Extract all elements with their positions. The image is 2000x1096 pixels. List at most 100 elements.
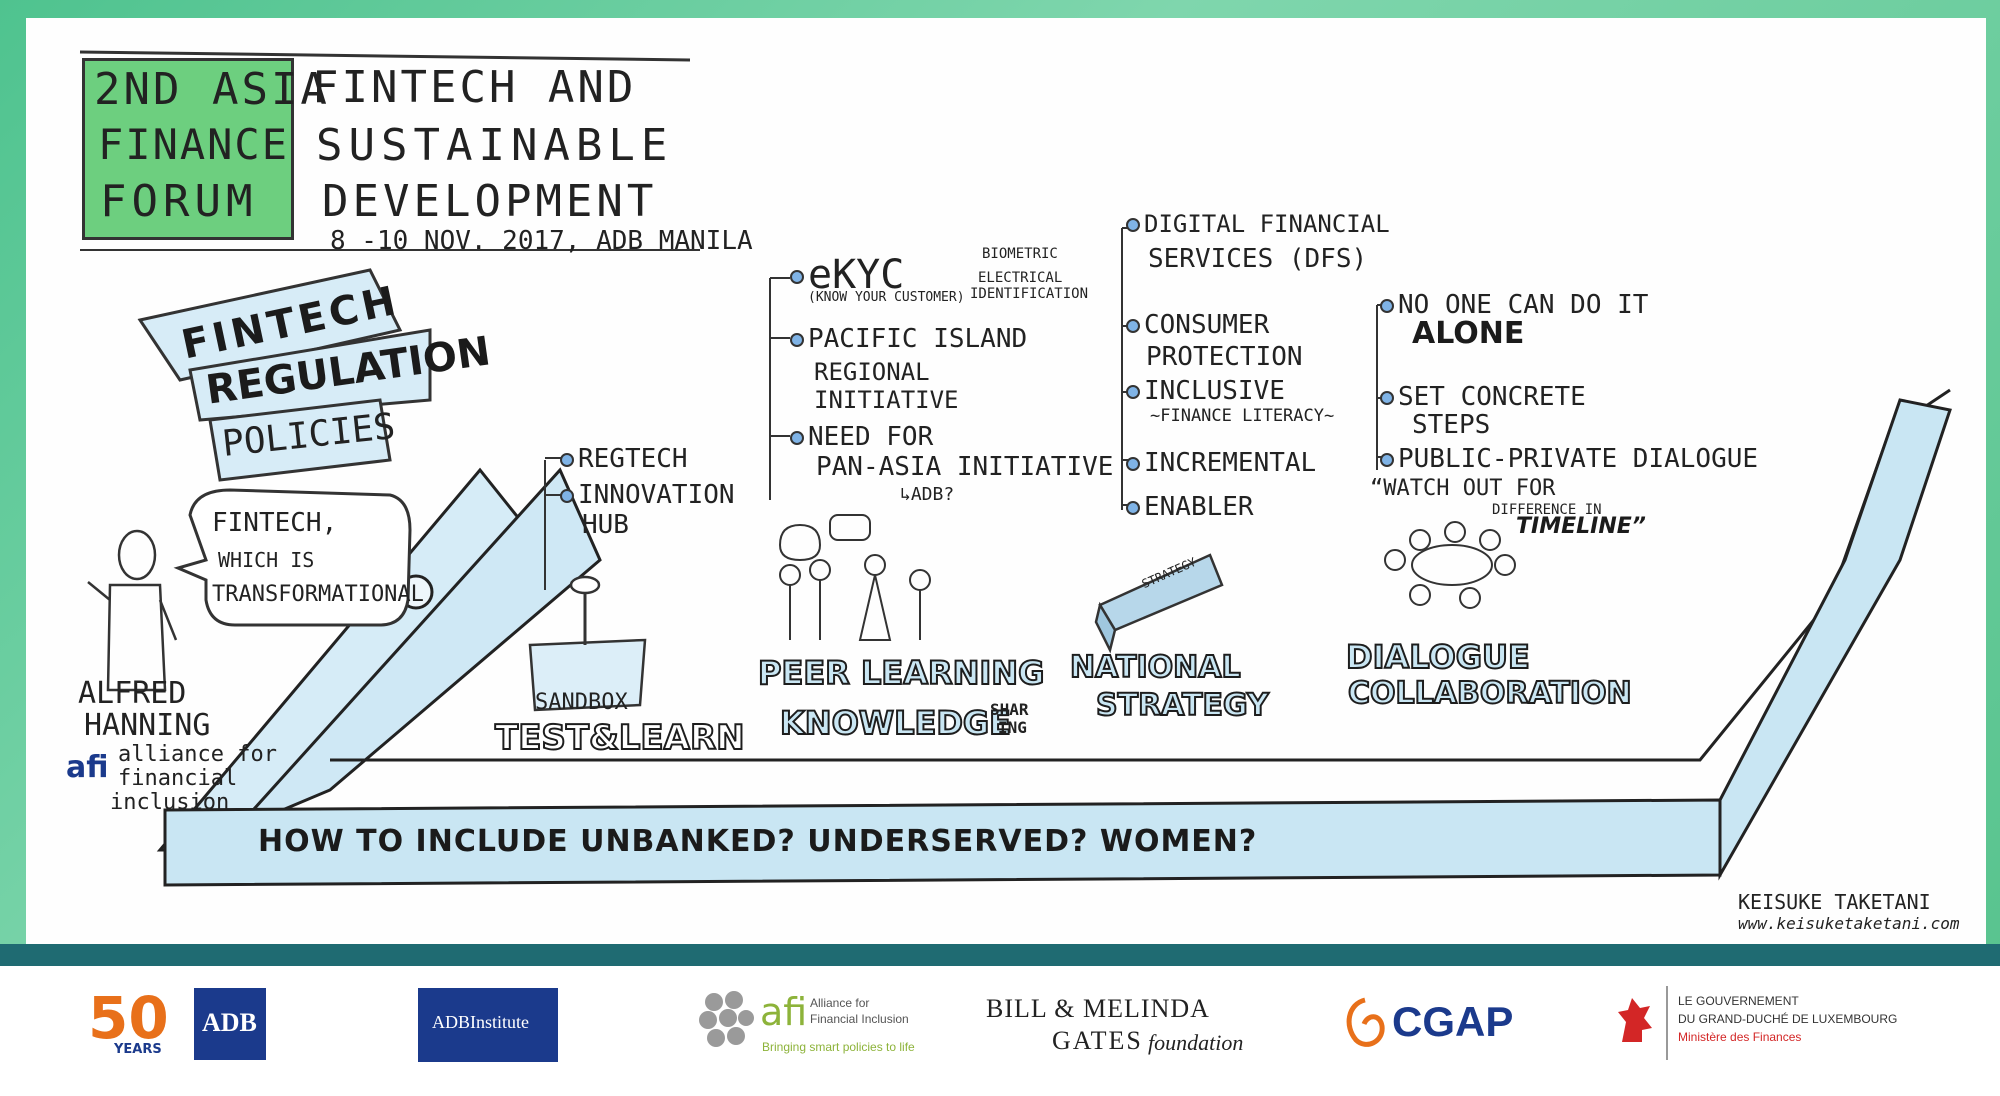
steps-item: SET CONCRETE [1380, 382, 1586, 412]
quote-line3: TIMELINE” [1516, 514, 1646, 539]
speaker-org-line3: inclusion [110, 790, 230, 815]
speaker-org-line1: alliance for [118, 742, 277, 767]
gates-logo-line1: BILL & MELINDA [986, 994, 1210, 1023]
bullet-icon [1380, 452, 1394, 467]
diagonal-road-lane [233, 467, 602, 832]
afi-logo-tagline: Bringing smart policies to life [762, 1040, 915, 1054]
forum-title-line1: FINTECH AND [312, 62, 637, 113]
ppd-item: PUBLIC-PRIVATE DIALOGUE [1380, 444, 1758, 474]
adb-50-years-logo[interactable]: 50 YEARS [88, 984, 169, 1064]
ekyc-label: eKYC [808, 252, 905, 298]
banner-ribbon-3 [208, 398, 392, 482]
afi-logo-line2: Financial Inclusion [810, 1012, 909, 1026]
quote-line2: DIFFERENCE IN [1492, 502, 1602, 518]
ekyc-item: eKYC [790, 252, 904, 298]
adb-50-number: 50 [88, 984, 169, 1052]
luxembourg-divider [1666, 986, 1668, 1060]
afi-logo[interactable]: afi Alliance for Financial Inclusion Bri… [694, 986, 924, 1066]
whiteboard [26, 18, 1986, 946]
peer-label-sharing1: SHAR [990, 700, 1029, 719]
biometric-line1: BIOMETRIC [982, 246, 1058, 262]
pacific-line1: PACIFIC ISLAND [808, 324, 1028, 354]
biometric-line3: IDENTIFICATION [970, 286, 1089, 302]
bullet-icon [560, 452, 574, 467]
need-line1: NEED FOR [808, 422, 934, 452]
adbi-logo-text: ADBInstitute [432, 1012, 529, 1032]
dfs-line1: DIGITAL FINANCIAL [1144, 210, 1390, 238]
forum-box-line2: FINANCE [98, 120, 290, 169]
adb-logo[interactable]: ADB [194, 988, 266, 1060]
consumer-line2: PROTECTION [1146, 342, 1303, 372]
test-item-hub: HUB [582, 510, 629, 540]
test-item-innovation-label: INNOVATION [578, 480, 735, 510]
teal-strip [0, 944, 2000, 966]
artist-name: KEISUKE TAKETANI [1738, 890, 1931, 914]
speech-line3: TRANSFORMATIONAL [212, 582, 424, 607]
speech-line2: WHICH IS [218, 548, 315, 572]
bullet-icon [1126, 218, 1140, 232]
national-label-line1: NATIONAL [1069, 649, 1242, 686]
luxembourg-logo[interactable]: LE GOUVERNEMENT DU GRAND-DUCHÉ DE LUXEMB… [1612, 986, 1932, 1066]
peer-label-line2: KNOWLEDGE [779, 703, 1012, 743]
bullet-icon [560, 488, 574, 503]
pacific-item: PACIFIC ISLAND [790, 324, 1027, 354]
enabler-label: ENABLER [1144, 492, 1254, 522]
bullet-icon [1126, 456, 1140, 471]
test-item-innovation: INNOVATION [560, 480, 735, 510]
people-drawing [778, 514, 931, 641]
inclusive-sub: ~FINANCE LITERACY~ [1150, 406, 1335, 426]
artist-site: www.keisuketaketani.com [1738, 914, 1960, 933]
gates-logo-foundation: foundation [1148, 1030, 1244, 1055]
speaker-org-line2: financial [118, 766, 238, 791]
forum-dates: 8 -10 NOV. 2017, ADB MANILA [330, 226, 753, 256]
test-learn-label: TEST&LEARN [494, 717, 746, 759]
need-line2: PAN-ASIA INITIATIVE [816, 452, 1114, 482]
speech-bubble [173, 488, 412, 627]
pacific-line2: REGIONAL [814, 358, 930, 386]
incremental-label: INCREMENTAL [1144, 448, 1317, 478]
adbi-logo[interactable]: ADBInstitute [418, 988, 558, 1062]
need-line3: ↳ADB? [900, 484, 955, 505]
ppd-label: PUBLIC-PRIVATE DIALOGUE [1398, 444, 1759, 474]
inclusive-label: INCLUSIVE [1144, 376, 1285, 406]
bullet-icon [1126, 384, 1140, 399]
afi-logo-short: afi [760, 990, 808, 1034]
test-item-regtech-label: REGTECH [578, 444, 688, 474]
gates-logo-line2: GATES [1052, 1026, 1143, 1055]
cgap-logo[interactable]: CGAP [1340, 992, 1540, 1062]
strategy-book [1094, 553, 1224, 654]
road-question: HOW TO INCLUDE UNBANKED? UNDERSERVED? WO… [258, 824, 1258, 859]
cgap-swirl-icon [1346, 997, 1385, 1047]
bullet-icon [790, 270, 804, 284]
right-road [1718, 398, 1952, 881]
consumer-line1: CONSUMER [1144, 310, 1270, 340]
bullet-icon [1126, 500, 1140, 515]
peer-label-sharing2: ING [998, 718, 1027, 737]
gates-foundation-logo[interactable]: BILL & MELINDA GATES foundation [982, 990, 1262, 1070]
inclusive-item: INCLUSIVE [1126, 376, 1285, 406]
banner-ribbon-1 [137, 268, 403, 382]
adb-50-years: YEARS [114, 1042, 162, 1057]
sandbox-label: SANDBOX [535, 690, 628, 715]
forum-box-line1: 2ND ASIA [94, 64, 330, 115]
afi-logo-line1: Alliance for [810, 996, 870, 1010]
cgap-logo-text: CGAP [1392, 998, 1514, 1045]
need-item: NEED FOR [790, 422, 933, 452]
road-drawing [79, 50, 1952, 887]
enabler-item: ENABLER [1126, 492, 1254, 522]
bullet-icon [790, 430, 804, 445]
dialogue-label-line2: COLLABORATION [1347, 675, 1633, 712]
consumer-item: CONSUMER [1126, 310, 1269, 340]
forum-title-line3: DEVELOPMENT [322, 176, 658, 227]
bullet-icon [1380, 390, 1394, 405]
round-table-drawing [1384, 521, 1516, 609]
lux-line1: LE GOUVERNEMENT [1678, 994, 1799, 1008]
adb-logo-text: ADB [202, 1008, 257, 1037]
dfs-item: DIGITAL FINANCIAL [1126, 210, 1390, 238]
steps-line1: SET CONCRETE [1398, 382, 1586, 412]
national-label-line2: STRATEGY [1095, 687, 1270, 724]
pacific-line3: INITIATIVE [814, 386, 959, 414]
bullet-icon [1380, 298, 1394, 313]
lux-line2: DU GRAND-DUCHÉ DE LUXEMBOURG [1678, 1012, 1898, 1026]
dfs-line2: SERVICES (DFS) [1148, 244, 1368, 274]
